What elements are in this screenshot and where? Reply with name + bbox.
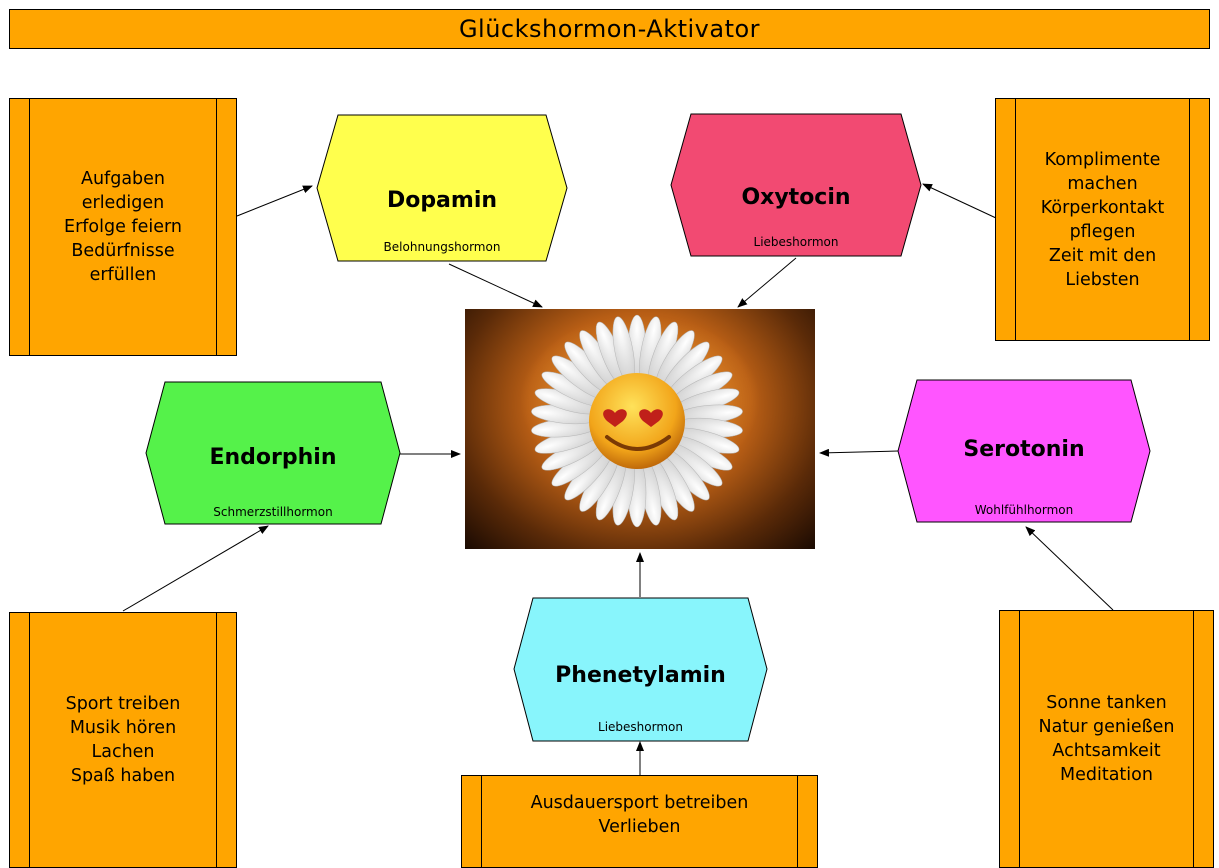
hexagon-shape <box>145 381 401 525</box>
dopamin-activity-line: erledigen <box>81 193 165 213</box>
dopamin-activity-line: Bedürfnisse <box>71 241 175 261</box>
hormone-name: Endorphin <box>209 445 337 470</box>
hormone-oxytocin: Oxytocin Liebeshormon <box>670 113 922 257</box>
dopamin-activities-box: Aufgaben erledigen Erfolge feiern Bedürf… <box>9 98 237 356</box>
hormone-endorphin: Endorphin Schmerzstillhormon <box>145 381 401 525</box>
serotonin-activity-line: Natur genießen <box>1038 717 1175 737</box>
serotonin-activity-line: Meditation <box>1060 765 1153 785</box>
page-title: Glückshormon-Aktivator <box>9 9 1210 49</box>
arrow-dopamin-activities <box>236 185 313 217</box>
hormone-dopamin: Dopamin Belohnungshormon <box>316 114 568 262</box>
hormone-name: Phenetylamin <box>555 663 726 688</box>
oxytocin-activity-line: pflegen <box>1069 221 1136 242</box>
endorphin-activity-line: Spaß haben <box>70 766 176 786</box>
oxytocin-activity-line: machen <box>1067 173 1138 194</box>
hormone-subtitle: Belohnungshormon <box>383 240 501 254</box>
hormone-name: Dopamin <box>386 188 498 213</box>
phenetylamin-activities-box: Ausdauersport betreiben Verlieben <box>461 775 818 868</box>
smiling-daisy-image <box>465 309 815 549</box>
oxytocin-activities-box: Komplimente machen Körperkontakt pflegen… <box>995 98 1210 341</box>
endorphin-activity-line: Musik hören <box>69 718 177 738</box>
hexagon-shape <box>897 379 1151 523</box>
dopamin-activity-line: Erfolge feiern <box>64 217 182 237</box>
serotonin-activity-line: Achtsamkeit <box>1052 741 1161 761</box>
oxytocin-activity-line: Komplimente <box>1044 149 1161 170</box>
endorphin-activity-line: Lachen <box>91 742 155 762</box>
hormone-name: Oxytocin <box>741 185 851 210</box>
hexagon-shape <box>670 113 922 257</box>
endorphin-activity-line: Sport treiben <box>65 694 181 714</box>
hexagon-shape <box>316 114 568 262</box>
endorphin-activities-box: Sport treiben Musik hören Lachen Spaß ha… <box>9 612 237 868</box>
oxytocin-activity-line: Liebsten <box>1065 269 1140 290</box>
hormone-subtitle: Liebeshormon <box>598 720 683 734</box>
daisy-smiley-graphic <box>531 314 743 528</box>
oxytocin-activity-line: Zeit mit den <box>1048 245 1157 266</box>
serotonin-activities-box: Sonne tanken Natur genießen Achtsamkeit … <box>999 610 1214 868</box>
arrow-endorphin-activities <box>122 525 269 612</box>
hormone-subtitle: Liebeshormon <box>753 235 839 249</box>
hormone-serotonin: Serotonin Wohlfühlhormon <box>897 379 1151 523</box>
arrow-oxytocin-center <box>737 257 797 308</box>
dopamin-activity-line: Aufgaben <box>80 169 166 189</box>
arrow-serotonin-activities <box>1025 526 1114 611</box>
phenetylamin-activity-line: Ausdauersport betreiben <box>530 793 749 813</box>
arrow-dopamin-center <box>448 263 543 308</box>
arrow-serotonin-center <box>819 448 899 457</box>
serotonin-activity-line: Sonne tanken <box>1046 693 1167 713</box>
phenetylamin-activity-line: Verlieben <box>598 817 681 837</box>
arrow-oxytocin-activities <box>922 183 997 219</box>
hormone-subtitle: Schmerzstillhormon <box>213 505 333 519</box>
hormone-phenetylamin: Phenetylamin Liebeshormon <box>513 597 768 742</box>
oxytocin-activity-line: Körperkontakt <box>1040 197 1165 218</box>
hexagon-shape <box>513 597 768 742</box>
dopamin-activity-line: erfüllen <box>89 265 157 285</box>
hormone-subtitle: Wohlfühlhormon <box>974 503 1074 517</box>
hormone-name: Serotonin <box>963 437 1085 462</box>
